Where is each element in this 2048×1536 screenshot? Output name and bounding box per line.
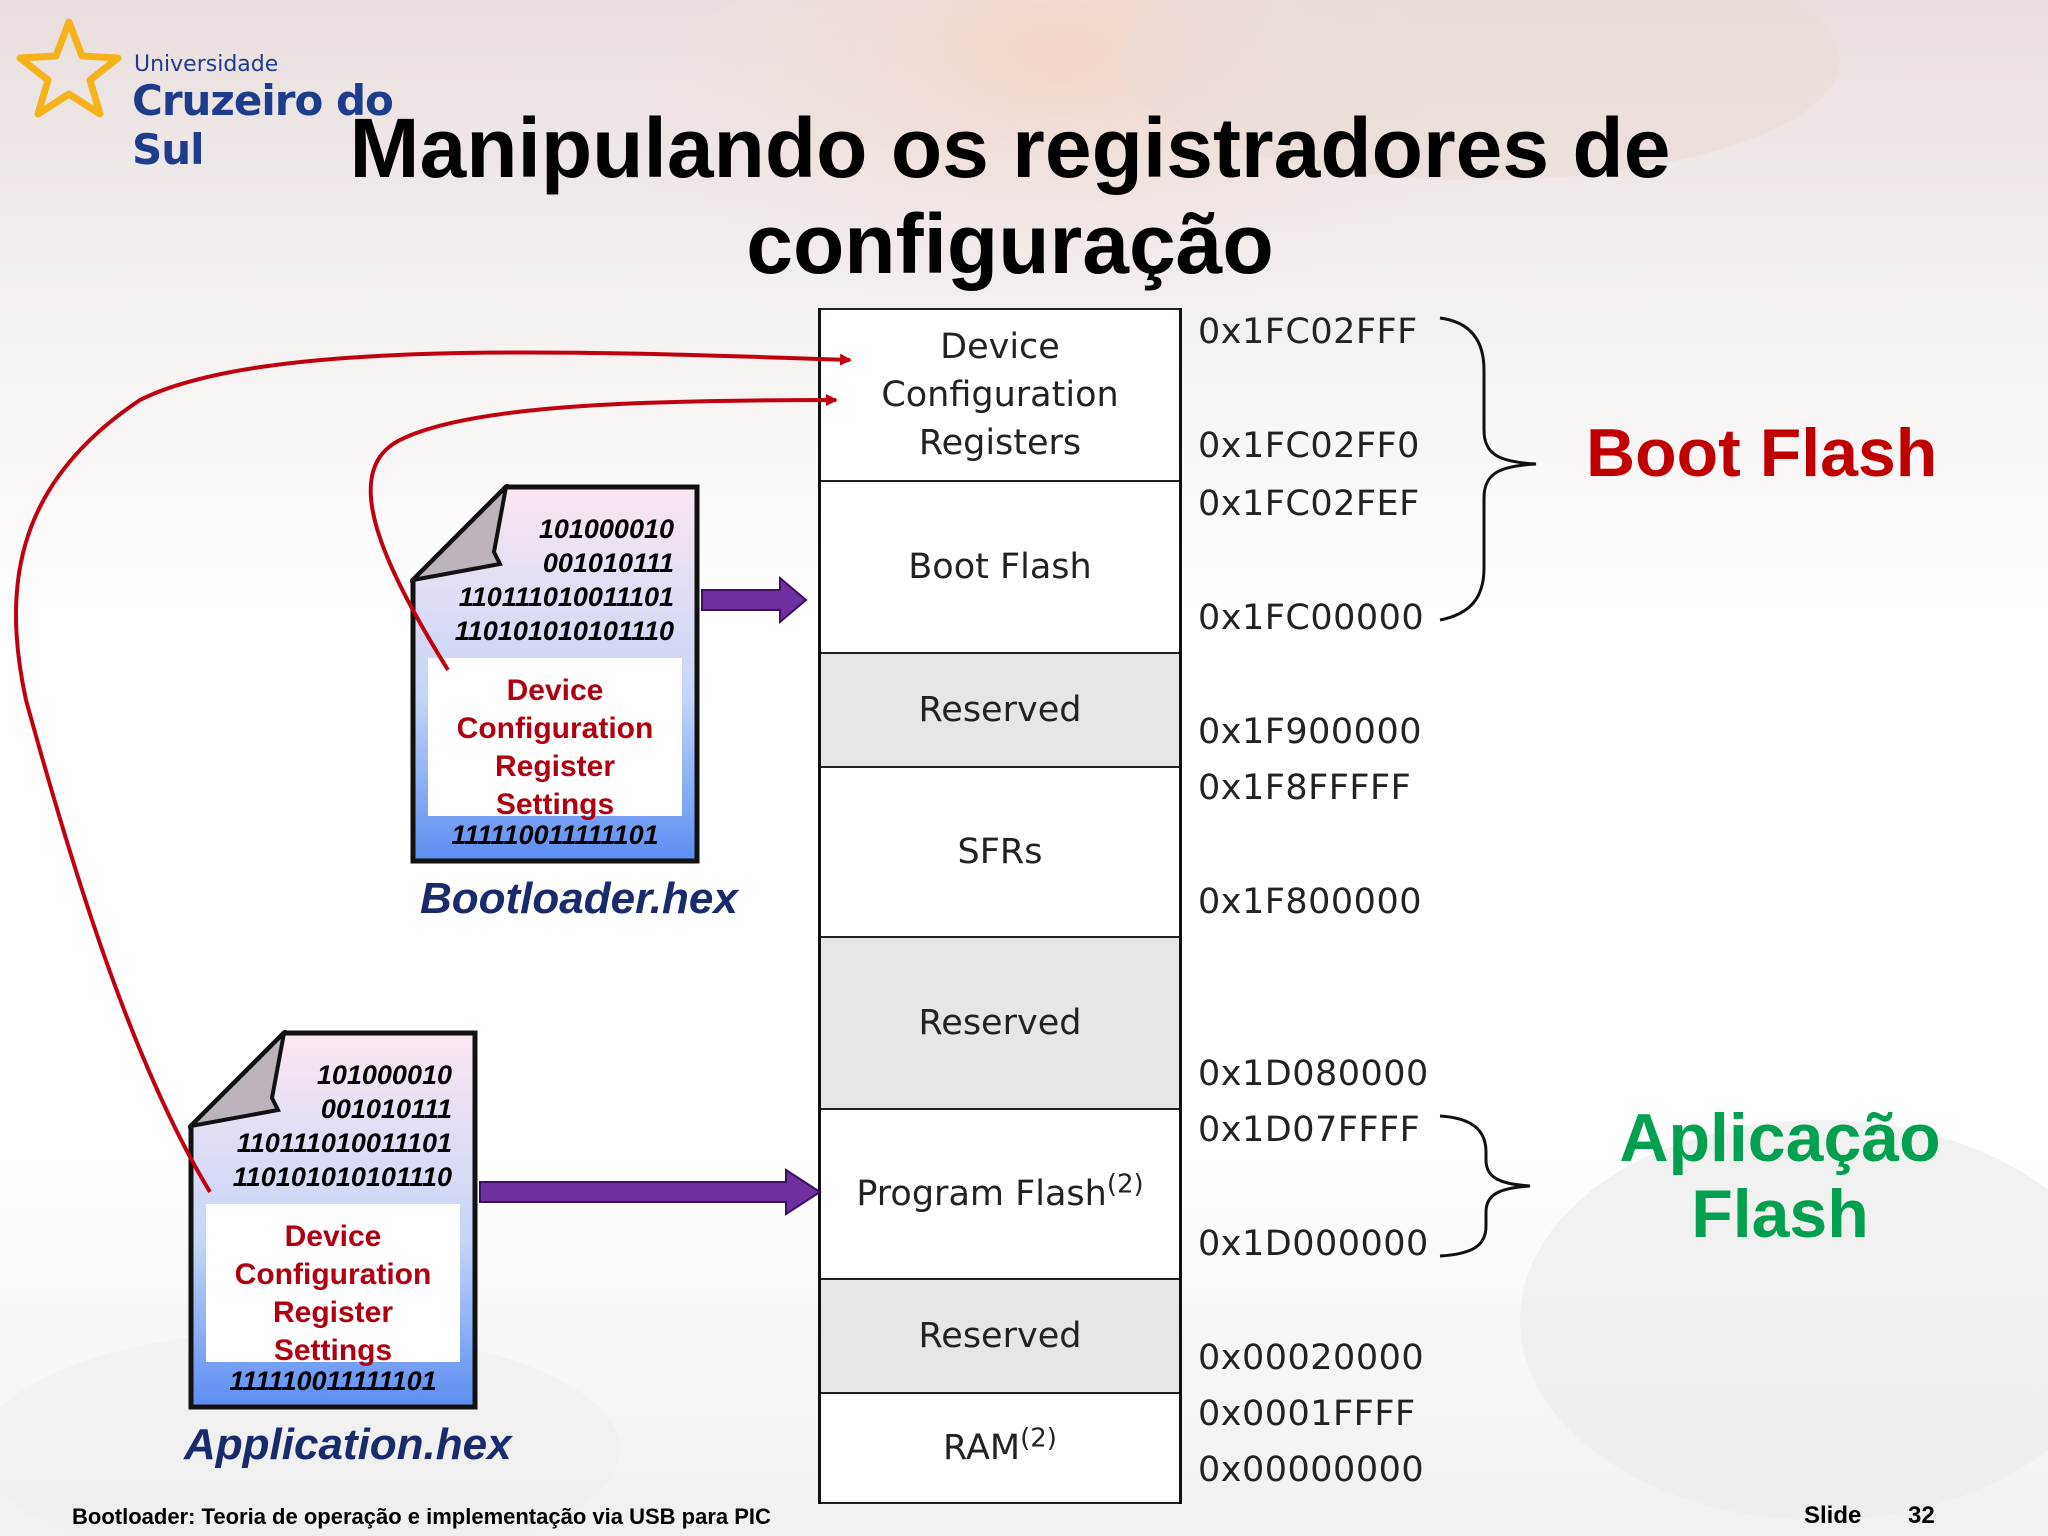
segment-label: Reserved [918, 1003, 1082, 1043]
binary-lines: 101000010 001010111 110111010011101 1101… [454, 514, 674, 646]
boot-flash-brace [1439, 316, 1537, 622]
purple-arrow-application [479, 1168, 822, 1216]
segment-label: SFRs [957, 832, 1043, 872]
segment-label: Reserved [918, 690, 1082, 730]
segment-label: Reserved [918, 1316, 1082, 1356]
boot-flash-label: Boot Flash [1586, 415, 1938, 491]
slide-label: Slide [1804, 1502, 1862, 1529]
config-settings-box: Device Configuration Register Settings [428, 658, 682, 821]
logo-university-text: Universidade [134, 52, 279, 77]
segment-reserved-2: Reserved [821, 936, 1179, 1108]
segment-label: Program Flash(2) [856, 1169, 1144, 1214]
footer-text: Bootloader: Teoria de operação e impleme… [72, 1504, 771, 1529]
config-settings-box: Device Configuration Register Settings [206, 1204, 460, 1367]
address-label: 0x1FC00000 [1198, 598, 1425, 638]
bootloader-hex-document: 101000010 001010111 110111010011101 1101… [410, 484, 700, 864]
segment-label: Device Configuration Registers [881, 327, 1119, 463]
binary-bottom-line: 111110011111101 [229, 1366, 437, 1396]
address-label: 0x1D000000 [1198, 1224, 1429, 1264]
segment-boot-flash: Boot Flash [821, 480, 1179, 652]
segment-program-flash: Program Flash(2) [821, 1108, 1179, 1278]
address-label: 0x00020000 [1198, 1338, 1425, 1378]
address-label: 0x00000000 [1198, 1450, 1425, 1490]
address-label: 0x1FC02FEF [1198, 484, 1420, 524]
application-flash-label: Aplicação Flash [1600, 1100, 1960, 1252]
segment-ram: RAM(2) [821, 1392, 1179, 1504]
address-label: 0x1FC02FF0 [1198, 426, 1420, 466]
purple-arrow-bootloader [701, 575, 808, 625]
memory-map: Device Configuration Registers Boot Flas… [818, 308, 1182, 1504]
application-hex-document: 101000010 001010111 110111010011101 1101… [188, 1030, 478, 1410]
logo-name-text: Cruzeiro do Sul [132, 76, 394, 174]
application-hex-label: Application.hex [184, 1420, 512, 1469]
address-label: 0x1F800000 [1198, 882, 1422, 922]
address-label: 0x1D07FFFF [1198, 1110, 1421, 1150]
address-label: 0x0001FFFF [1198, 1394, 1416, 1434]
address-label: 0x1F8FFFFF [1198, 768, 1412, 808]
slide-title: Manipulando os registradores de configur… [349, 101, 1671, 291]
bootloader-hex-label: Bootloader.hex [420, 874, 738, 923]
binary-bottom-line: 111110011111101 [451, 820, 659, 850]
binary-lines: 101000010 001010111 110111010011101 1101… [232, 1060, 452, 1192]
address-label: 0x1F900000 [1198, 712, 1422, 752]
segment-label: Boot Flash [908, 547, 1092, 587]
star-icon [16, 18, 122, 118]
segment-sfrs: SFRs [821, 766, 1179, 936]
address-label: 0x1FC02FFF [1198, 312, 1418, 352]
app-label-line-1: Aplicação [1619, 1100, 1941, 1176]
segment-reserved-1: Reserved [821, 652, 1179, 766]
university-logo: Universidade Cruzeiro do Sul [14, 18, 454, 174]
segment-label: RAM(2) [943, 1423, 1057, 1468]
app-flash-brace [1439, 1114, 1531, 1258]
segment-device-config-registers: Device Configuration Registers [821, 308, 1179, 480]
app-label-line-2: Flash [1691, 1176, 1869, 1252]
slide-number: 32 [1908, 1502, 1935, 1529]
segment-reserved-3: Reserved [821, 1278, 1179, 1392]
address-label: 0x1D080000 [1198, 1054, 1429, 1094]
